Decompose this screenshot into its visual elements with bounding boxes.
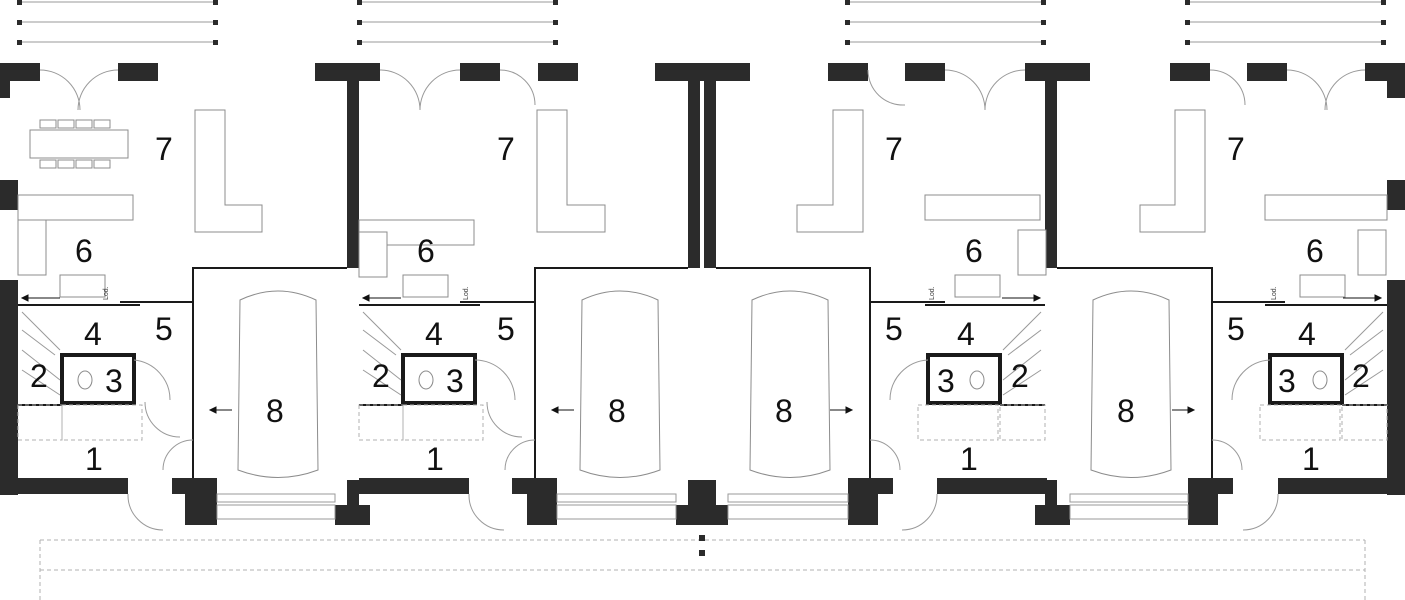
room-number: 8	[608, 393, 626, 429]
room-number: 4	[425, 316, 443, 352]
dashed-guides	[17, 404, 1388, 600]
room-number: 3	[446, 363, 464, 399]
unit-4-room-numbers: 8 7 6 5 4 3 2 1	[1117, 131, 1370, 477]
room-number: 2	[372, 358, 390, 394]
room-number: 5	[497, 311, 515, 347]
room-number: 1	[1302, 441, 1320, 477]
room-number: 6	[965, 233, 983, 269]
center-markers	[699, 535, 705, 556]
kitchens	[17, 194, 1388, 298]
room-number: 5	[155, 311, 173, 347]
arrows	[20, 294, 1383, 414]
room-number: 7	[155, 131, 173, 167]
room-number: 8	[266, 393, 284, 429]
room-number: 2	[1011, 358, 1029, 394]
room-number: 4	[1298, 316, 1316, 352]
walls	[0, 63, 1405, 525]
room-number: 3	[1278, 363, 1296, 399]
toilets	[77, 370, 1328, 390]
stairs	[21, 311, 1384, 396]
dining-table	[29, 119, 129, 169]
fridge-labels: Lod. Lod. Lod. Lod.	[103, 286, 1278, 300]
room-number: 5	[885, 311, 903, 347]
room-number: 3	[937, 363, 955, 399]
cars	[237, 290, 1172, 478]
garage-doors	[216, 493, 1189, 520]
room-number: 8	[775, 393, 793, 429]
doors	[39, 69, 1366, 531]
room-number: 1	[960, 441, 978, 477]
room-number: 5	[1227, 311, 1245, 347]
unit-3-room-numbers: 8 7 6 5 4 3 2 1	[775, 131, 1029, 477]
room-number: 4	[84, 316, 102, 352]
fridge-label: Lod.	[1271, 286, 1278, 300]
fridge-label: Lod.	[463, 286, 470, 300]
room-number: 1	[85, 441, 103, 477]
room-number: 4	[957, 316, 975, 352]
room-number: 1	[426, 441, 444, 477]
room-number: 7	[1227, 131, 1245, 167]
room-number: 7	[497, 131, 515, 167]
garage-walls	[192, 267, 1213, 478]
unit-2-room-numbers: 7 6 5 4 3 2 1 8	[372, 131, 626, 477]
fridge-label: Lod.	[929, 286, 936, 300]
room-number: 8	[1117, 393, 1135, 429]
room-number: 3	[105, 363, 123, 399]
pergola-top-markers	[17, 0, 1386, 45]
room-number: 6	[417, 233, 435, 269]
room-number: 2	[1352, 358, 1370, 394]
interior-walls	[18, 301, 1387, 406]
room-number: 7	[885, 131, 903, 167]
room-number: 2	[30, 358, 48, 394]
room-number: 6	[1306, 233, 1324, 269]
room-number: 6	[75, 233, 93, 269]
sofas	[194, 109, 1206, 233]
fridge-label: Lod.	[103, 286, 110, 300]
unit-1-room-numbers: 7 6 5 4 3 2 1 8	[30, 131, 284, 477]
